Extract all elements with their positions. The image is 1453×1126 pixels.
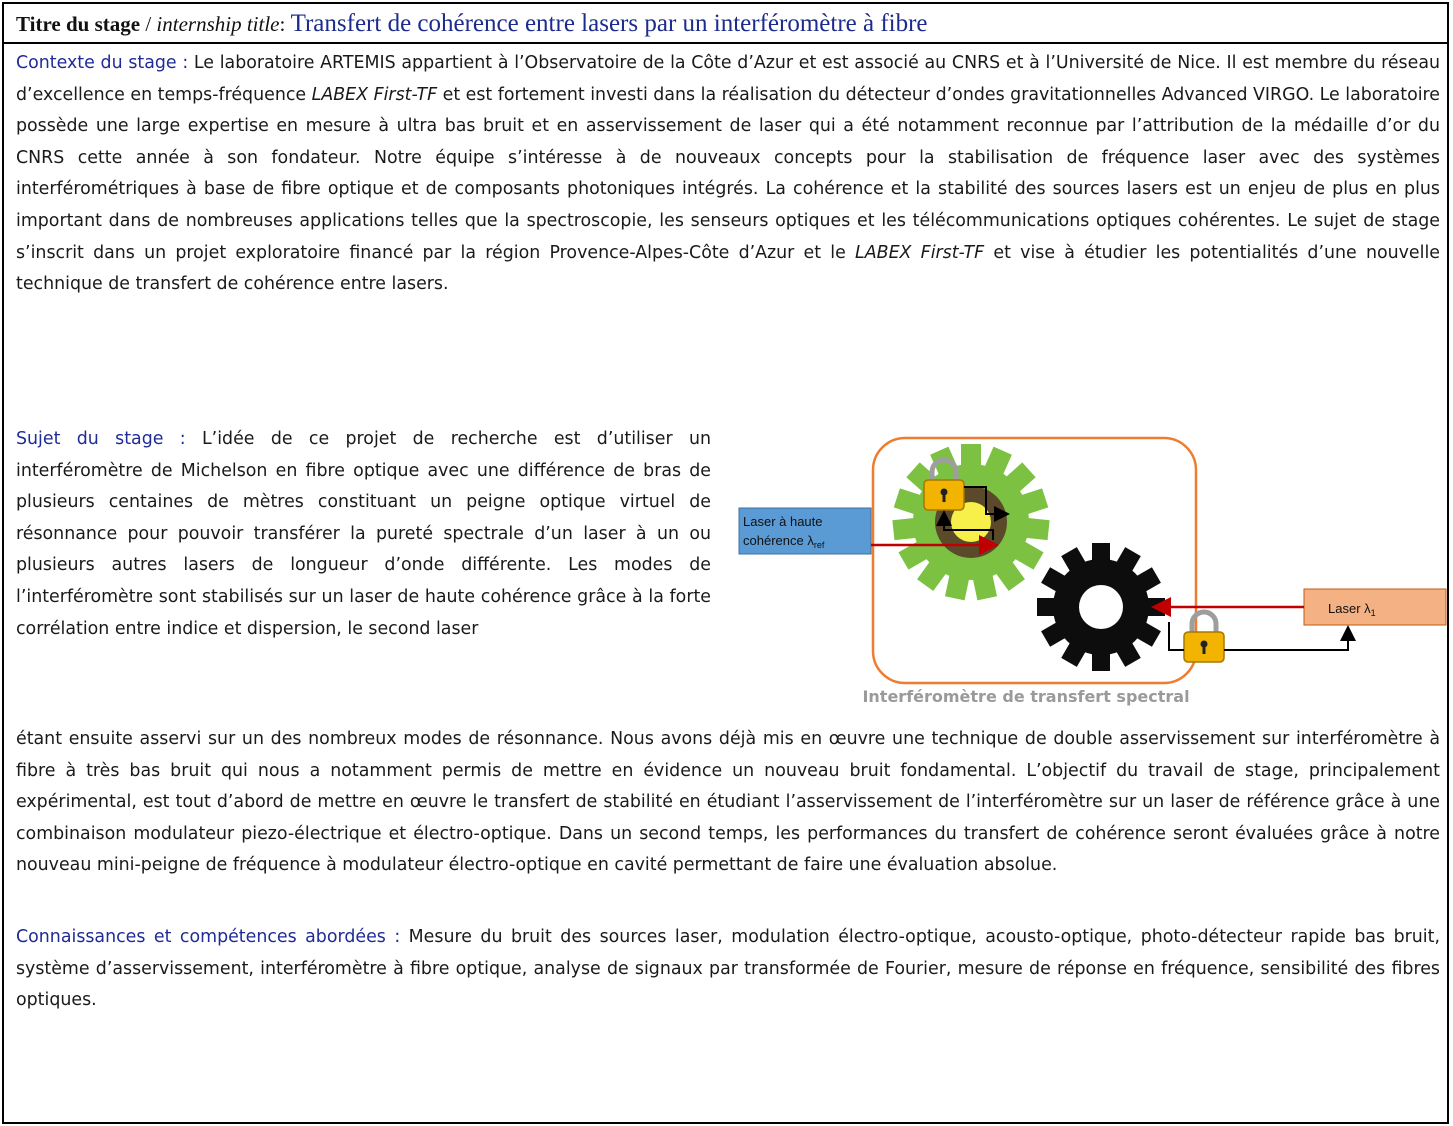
contexte-paragraph: Contexte du stage : Le laboratoire ARTEM… xyxy=(16,48,1440,301)
sujet-paragraph-full: étant ensuite asservi sur un des nombreu… xyxy=(16,724,1440,882)
ref-laser-box xyxy=(738,507,872,555)
labex-name-1: LABEX First-TF xyxy=(311,84,438,105)
black-gear-icon xyxy=(1037,543,1165,671)
competences-paragraph: Connaissances et compétences abordées : … xyxy=(16,922,1440,1017)
ref-laser-line1: Laser à haute xyxy=(743,514,823,529)
internship-title: Transfert de cohérence entre lasers par … xyxy=(290,10,928,37)
ref-laser-line2: cohérence λref xyxy=(743,533,825,550)
contexte-text-2: et est fortement investi dans la réalisa… xyxy=(16,84,1441,263)
lock-icon-top xyxy=(923,457,965,511)
sujet-text-wrapped: L’idée de ce projet de recherche est d’u… xyxy=(16,429,711,639)
contexte-text-3: et vise à étudier les potentialités d’un… xyxy=(16,242,1440,295)
title-label-en: internship title xyxy=(156,12,280,36)
contexte-heading: Contexte du stage : xyxy=(16,53,189,73)
feedback-line-bottom-left xyxy=(1168,622,1184,651)
sujet-heading: Sujet du stage : xyxy=(16,429,186,449)
title-separator: / xyxy=(140,12,157,36)
sujet-paragraph-wrapped: Sujet du stage : L’idée de ce projet de … xyxy=(16,424,711,645)
competences-heading: Connaissances et compétences abordées : xyxy=(16,927,401,947)
feedback-arrow-bottom-right xyxy=(1224,625,1356,651)
title-label-fr: Titre du stage xyxy=(16,12,141,36)
title-bar: Titre du stage / internship title: Trans… xyxy=(4,4,1447,44)
figure-caption: Interféromètre de transfert spectral xyxy=(862,687,1190,706)
laser1-box xyxy=(1303,588,1447,626)
laser1-label: Laser λ1 xyxy=(1328,601,1376,618)
competences-text: Mesure du bruit des sources laser, modul… xyxy=(16,927,1440,1011)
green-gear-icon xyxy=(892,444,1050,601)
sujet-text-full: étant ensuite asservi sur un des nombreu… xyxy=(16,729,1440,876)
lock-icon-bottom xyxy=(1183,609,1225,663)
interferometer-frame xyxy=(871,436,1198,685)
contexte-text-1: Le laboratoire ARTEMIS appartient à l’Ob… xyxy=(16,53,1440,105)
interferometer-diagram: Laser à haute cohérence λref Laser λ1 xyxy=(738,436,1447,685)
labex-name-2: LABEX First-TF xyxy=(855,242,985,263)
title-colon: : xyxy=(279,12,291,36)
feedback-arrow-top-right xyxy=(964,486,1010,522)
